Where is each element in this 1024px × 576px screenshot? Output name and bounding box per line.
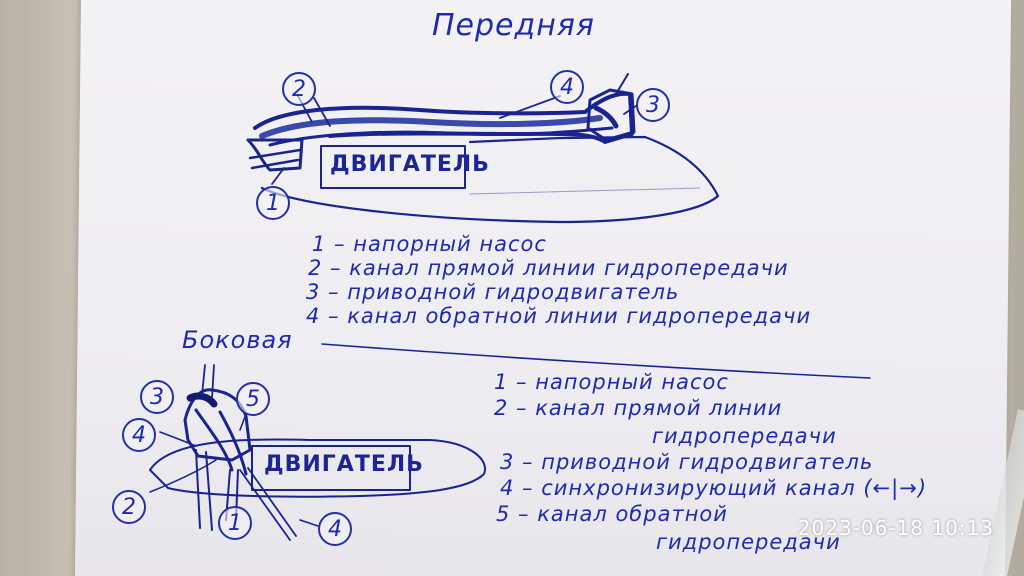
front-engine-label: ДВИГАТЕЛЬ [330,152,490,177]
side-engine-box [251,445,411,491]
front-callout-4: 4 [550,70,584,104]
side-legend-item-3: 3 – приводной гидродвигатель [500,450,874,474]
side-callout-2: 2 [112,490,146,524]
side-view-title: Боковая [182,326,293,354]
front-legend-item-4: 4 – канал обратной линии гидропередачи [306,304,812,328]
side-callout-5: 5 [236,382,270,416]
side-callout-4b: 4 [318,512,352,546]
side-legend-item-2-cont: гидропередачи [652,424,837,448]
side-legend-item-5-cont: гидропередачи [656,530,841,554]
side-callout-3: 3 [140,380,174,414]
front-legend-item-2: 2 – канал прямой линии гидропередачи [308,256,789,280]
front-pump-area [246,138,304,172]
side-callout-4a: 4 [122,418,156,452]
front-legend-item-3: 3 – приводной гидродвигатель [306,280,680,304]
side-legend-item-2: 2 – канал прямой линии [494,396,783,420]
front-callout-1: 1 [256,186,290,220]
front-legend-item-1: 1 – напорный насос [312,232,547,256]
front-callout-3: 3 [636,88,670,122]
front-callout-2: 2 [282,72,316,106]
side-engine-label: ДВИГАТЕЛЬ [264,452,424,477]
side-callout-1: 1 [218,506,252,540]
section-divider [321,343,871,379]
front-engine-box [320,145,466,189]
side-tower [183,388,252,462]
front-view-title: Передняя [432,8,595,43]
side-legend-item-4: 4 – синхронизирующий канал (←|→) [500,476,928,500]
front-hull-outline [260,135,720,224]
front-motor-housing [586,88,636,142]
photo-timestamp: 2023-06-18 10:13 [797,516,994,540]
side-legend-item-5: 5 – канал обратной [496,502,728,526]
side-hull-outline [149,438,487,498]
side-legend-item-1: 1 – напорный насос [494,370,729,394]
